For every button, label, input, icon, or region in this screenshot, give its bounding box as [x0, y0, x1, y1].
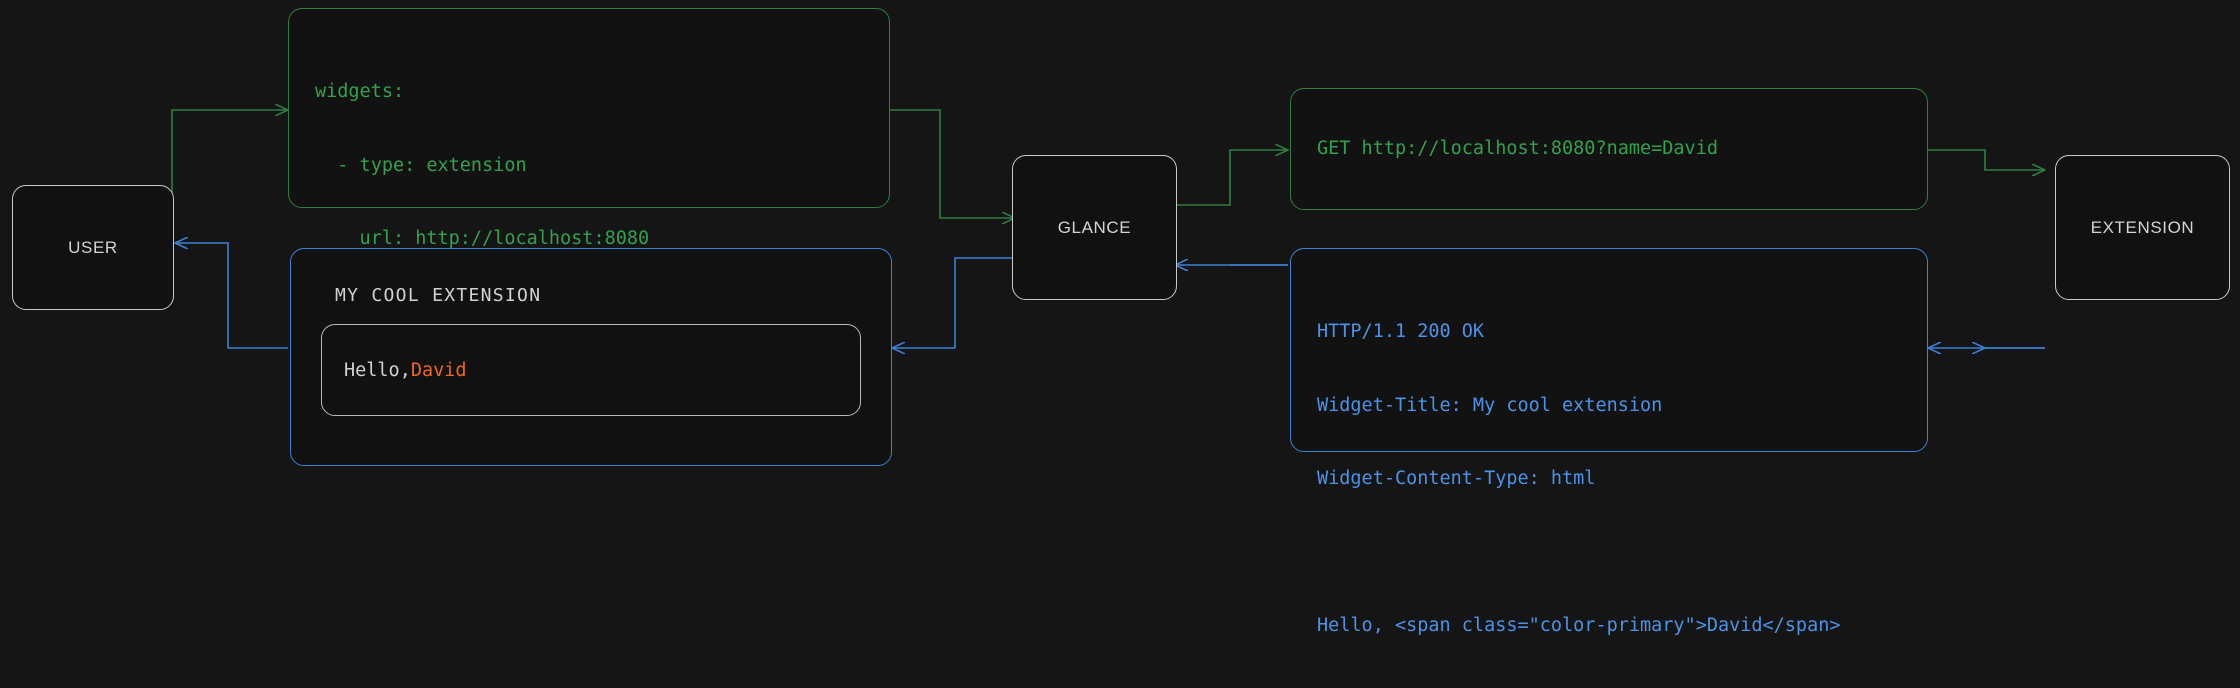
node-extension[interactable]: EXTENSION: [2055, 155, 2230, 300]
node-glance[interactable]: GLANCE: [1012, 155, 1177, 300]
response-line: HTTP/1.1 200 OK: [1317, 321, 1485, 342]
node-user-label: USER: [68, 237, 118, 257]
greeting-prefix: Hello,: [344, 359, 411, 381]
rendered-widget-title: MY COOL EXTENSION: [335, 285, 542, 306]
flow-diagram: USER GLANCE EXTENSION widgets: - type: e…: [12, 8, 2230, 636]
config-line: - type: extension: [315, 154, 527, 176]
response-blank-line: [1317, 541, 1901, 566]
response-line: Widget-Content-Type: html: [1317, 468, 1596, 489]
edge-config-to-glance: [890, 109, 1015, 218]
http-response-box: HTTP/1.1 200 OK Widget-Title: My cool ex…: [1290, 248, 1928, 636]
config-line: widgets:: [315, 81, 405, 102]
greeting-name: David: [410, 359, 467, 381]
edge-glance-to-widget: [892, 257, 1015, 348]
response-line: Widget-Title: My cool extension: [1317, 394, 1663, 416]
edge-widget-to-user: [175, 243, 288, 349]
http-request-box: GET http://localhost:8080?name=David: [1290, 88, 1928, 210]
config-yaml-box: widgets: - type: extension url: http://l…: [288, 8, 890, 470]
request-line: GET http://localhost:8080?name=David: [1317, 137, 1718, 159]
edge-user-to-config: [171, 110, 288, 225]
edge-request-to-extension: [1928, 149, 2045, 170]
node-extension-label: EXTENSION: [2090, 217, 2195, 237]
response-line: Hello, <span class="color-primary">David…: [1317, 615, 1841, 636]
rendered-widget-body: Hello, David: [321, 324, 861, 416]
config-line: url: http://localhost:8080: [315, 228, 650, 249]
node-glance-label: GLANCE: [1057, 217, 1132, 237]
edge-glance-to-request: [1175, 150, 1288, 206]
rendered-widget-card: MY COOL EXTENSION Hello, David: [290, 248, 892, 466]
node-user[interactable]: USER: [12, 185, 174, 310]
